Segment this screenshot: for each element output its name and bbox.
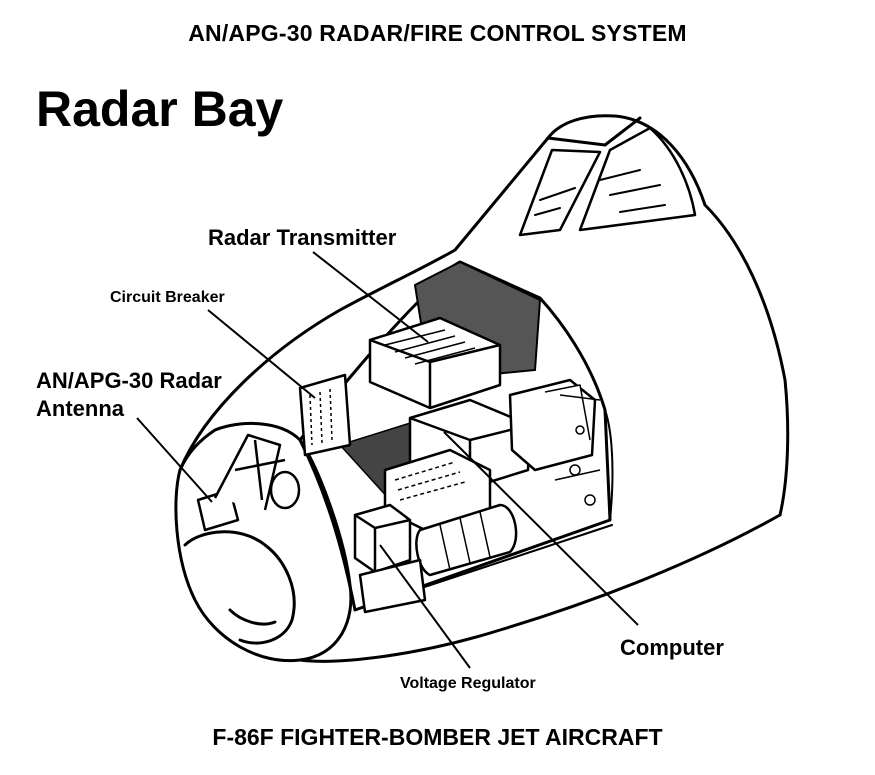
label-computer: Computer xyxy=(620,635,724,660)
label-antenna-line1: AN/APG-30 Radar xyxy=(36,368,222,393)
leader-antenna xyxy=(136,417,213,503)
fuselage-underside xyxy=(298,513,782,663)
label-voltage-regulator: Voltage Regulator xyxy=(400,675,536,692)
aircraft-caption: F-86F FIGHTER-BOMBER JET AIRCRAFT xyxy=(212,724,663,750)
page-title: Radar Bay xyxy=(36,81,284,137)
leader-computer xyxy=(443,431,639,626)
canopy-glass-right xyxy=(578,126,697,232)
label-radar-transmitter: Radar Transmitter xyxy=(208,225,397,250)
label-circuit-breaker: Circuit Breaker xyxy=(110,289,225,306)
circuit-breaker-panel xyxy=(298,373,352,457)
voltage-regulator-unit xyxy=(353,503,412,574)
canopy-frame xyxy=(546,116,642,147)
system-title: AN/APG-30 RADAR/FIRE CONTROL SYSTEM xyxy=(188,20,687,46)
leader-radar-transmitter xyxy=(312,251,429,343)
leader-voltage-regulator xyxy=(379,544,471,669)
canopy-glass-left xyxy=(518,148,602,237)
intake-lip xyxy=(183,530,296,645)
fuselage-outline xyxy=(178,114,790,517)
leader-circuit-breaker xyxy=(207,309,316,399)
label-antenna-line2: Antenna xyxy=(36,396,124,421)
